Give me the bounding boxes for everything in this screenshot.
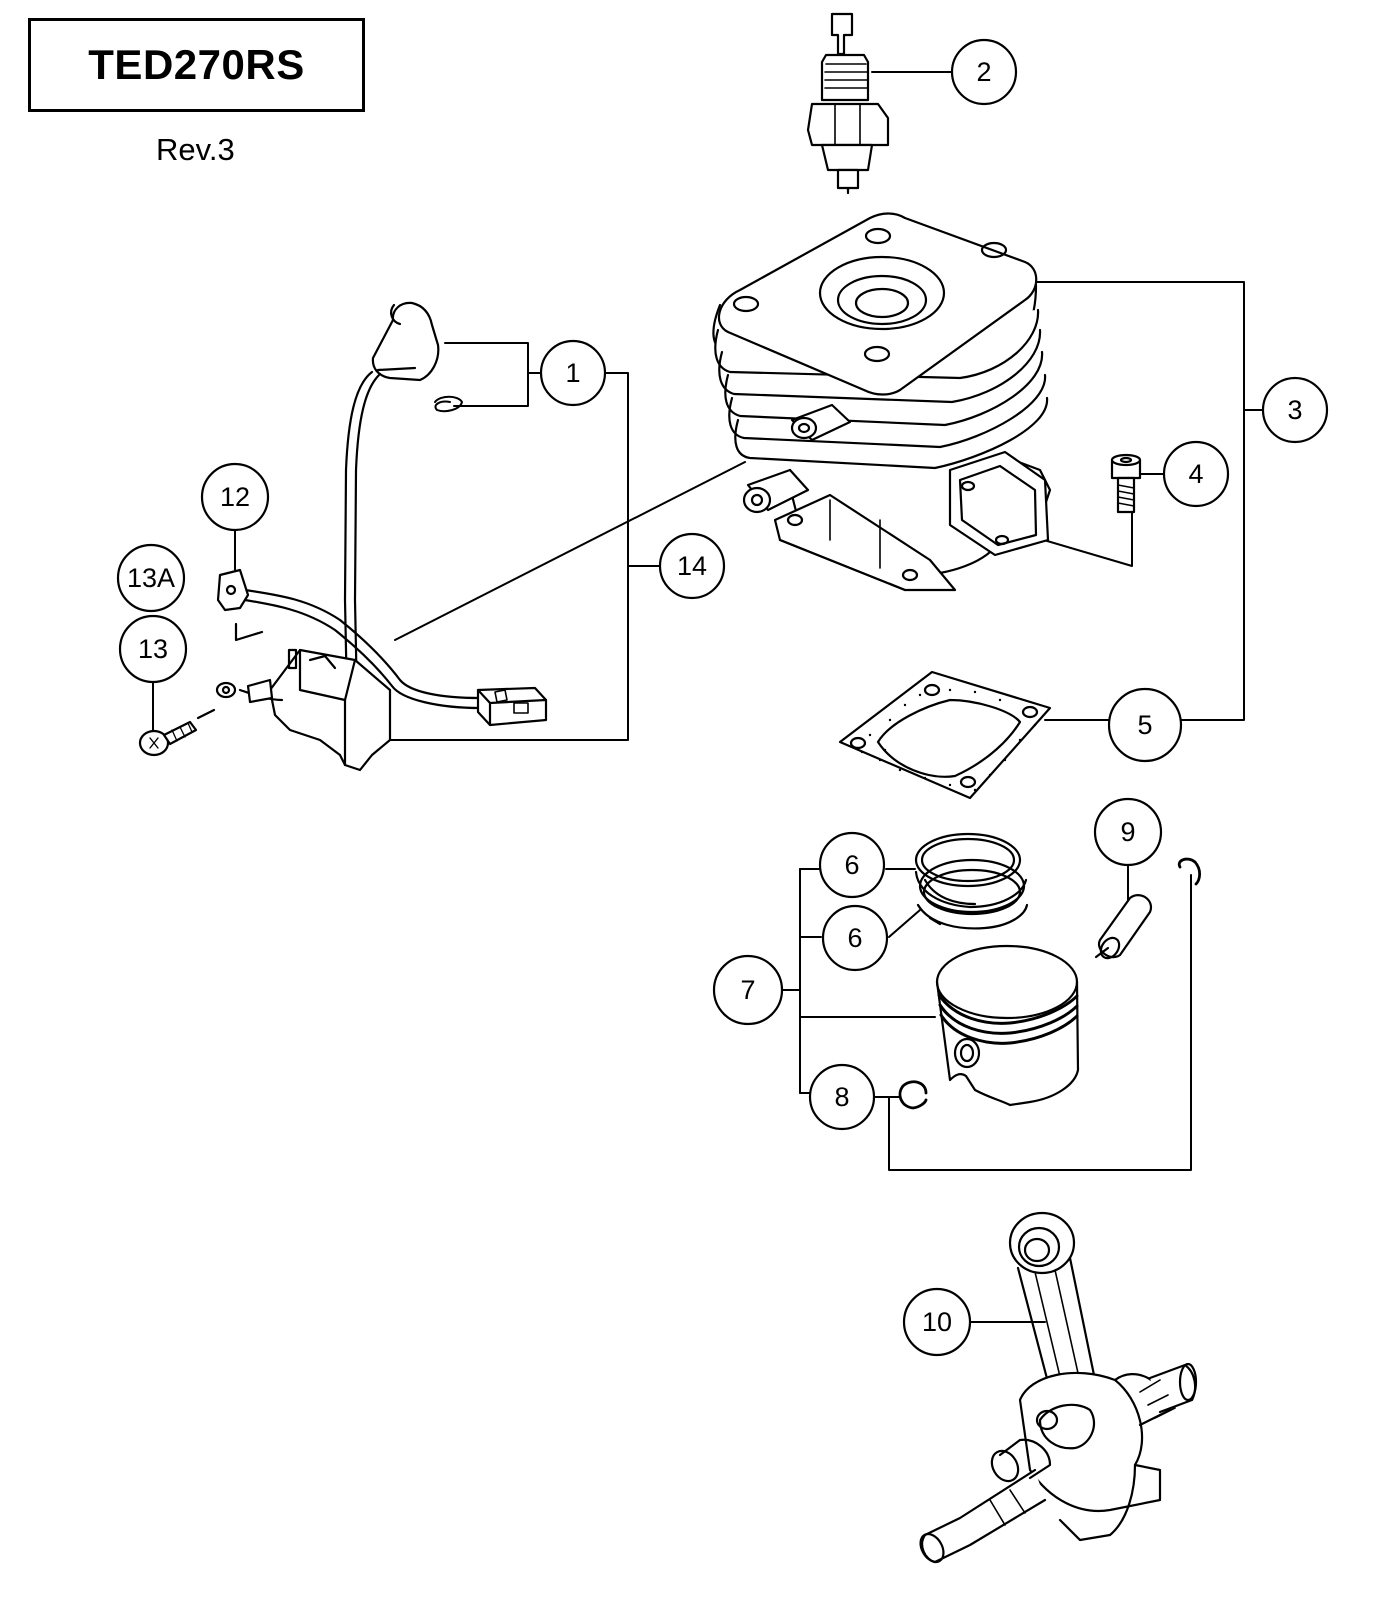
leader-lines: [152, 71, 1264, 1323]
piston-rings-part: [914, 832, 1029, 930]
callout-10-label: 10: [922, 1307, 952, 1337]
cylinder-part: [712, 212, 1052, 592]
piston-part: [935, 944, 1080, 1107]
callout-14: 14: [658, 532, 726, 600]
screw-part: [138, 708, 216, 757]
circlip-left-part: [898, 1080, 928, 1110]
callout-6-upper: 6: [818, 831, 886, 899]
callout-3: 3: [1261, 376, 1329, 444]
callout-13A: 13A: [116, 543, 186, 613]
callout-5: 5: [1107, 687, 1183, 763]
bolt-part: [1110, 453, 1142, 514]
callout-6-lower: 6: [821, 904, 889, 972]
callout-12: 12: [200, 462, 270, 532]
callout-2-label: 2: [976, 57, 991, 87]
callout-9: 9: [1093, 797, 1163, 867]
callout-6-upper-label: 6: [844, 850, 859, 880]
callout-8: 8: [808, 1063, 876, 1131]
callout-4: 4: [1162, 440, 1230, 508]
gasket-part: [838, 670, 1052, 800]
spark-plug-part: [806, 12, 890, 195]
piston-pin-part: [1094, 894, 1153, 960]
callout-14-label: 14: [677, 551, 707, 581]
callout-2: 2: [950, 38, 1018, 106]
crankshaft-part: [919, 1211, 1198, 1564]
model-title: TED270RS: [88, 41, 305, 88]
callout-10: 10: [902, 1287, 972, 1357]
callout-13: 13: [118, 614, 188, 684]
ignition-coil-part: [215, 301, 548, 772]
callout-8-label: 8: [834, 1082, 849, 1112]
callout-4-label: 4: [1188, 459, 1203, 489]
callout-6-lower-label: 6: [847, 923, 862, 953]
callout-1: 1: [539, 339, 607, 407]
callout-9-label: 9: [1120, 817, 1135, 847]
callout-5-label: 5: [1137, 710, 1152, 740]
callout-13-label: 13: [138, 634, 168, 664]
model-title-box: TED270RS: [28, 18, 365, 112]
circlip-right-part: [1177, 857, 1202, 886]
callout-3-label: 3: [1287, 395, 1302, 425]
callout-1-label: 1: [565, 358, 580, 388]
revision-label: Rev.3: [156, 132, 235, 167]
callout-12-label: 12: [220, 482, 250, 512]
callout-7: 7: [712, 954, 784, 1026]
callout-13A-label: 13A: [127, 563, 175, 593]
callout-7-label: 7: [740, 975, 755, 1005]
